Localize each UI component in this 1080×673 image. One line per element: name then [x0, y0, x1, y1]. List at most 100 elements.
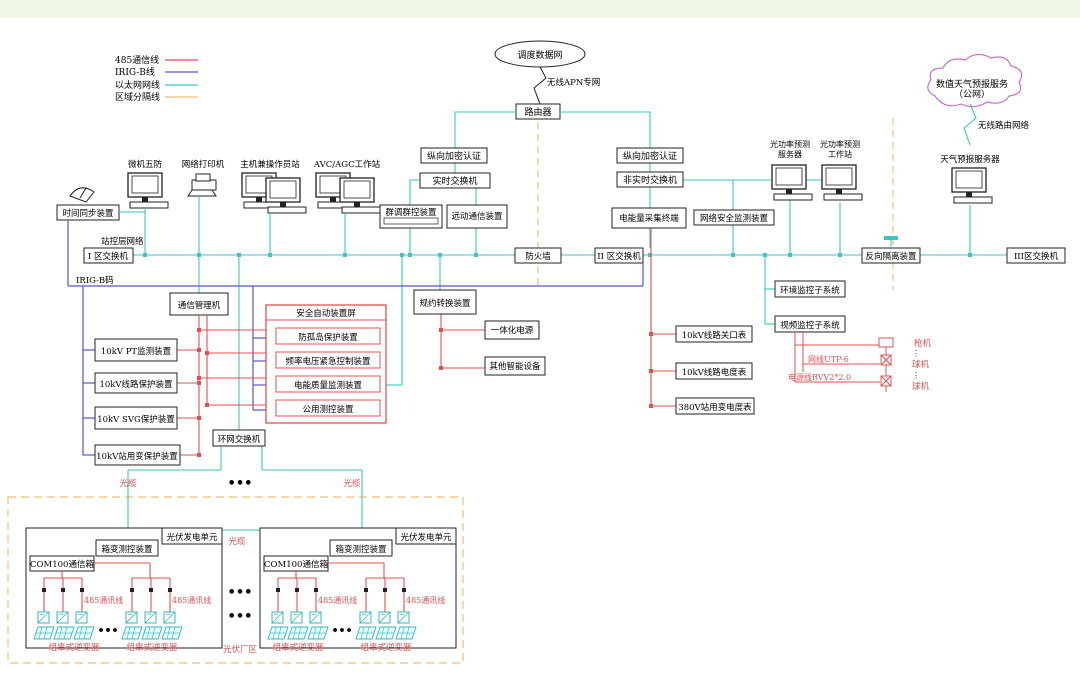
irig-lines	[67, 220, 644, 456]
host-station-icon-2	[265, 177, 307, 214]
meter-line: 10kV线路电度表	[682, 367, 747, 378]
unit-title-1: 光伏发电单元	[166, 532, 218, 543]
weather-cloud-sub: （公网）	[954, 89, 990, 100]
host-station: 主机兼操作员站	[240, 159, 300, 170]
fiber-2: 光缆	[343, 478, 361, 489]
weather-server-icon	[951, 167, 993, 204]
pp-server-icon	[771, 164, 813, 201]
pq-monitor-box[interactable]	[275, 375, 381, 393]
pt-monitor: 10kV PT监测装置	[101, 346, 172, 357]
protocol-conv-box[interactable]	[413, 289, 477, 315]
svg-prot-box[interactable]	[94, 406, 178, 430]
apn-link	[533, 66, 547, 105]
pt-monitor-box[interactable]	[94, 338, 178, 362]
camera-icons	[878, 337, 894, 387]
line-prot: 10kV线路保护装置	[99, 379, 173, 390]
energy-terminal-box[interactable]	[611, 207, 687, 229]
box-ctrl-1: 箱变测控装置	[101, 544, 153, 555]
svg-text:⋮: ⋮	[912, 371, 920, 380]
time-sync: 时间同步装置	[62, 208, 114, 219]
anti-island: 防孤岛保护装置	[298, 332, 358, 343]
zone2-switch-box[interactable]	[594, 247, 644, 264]
ring-switch-box[interactable]	[212, 429, 266, 447]
firewall: 防火墙	[525, 251, 551, 262]
station-net: 站控层网络	[101, 236, 144, 247]
zone1-switch-box[interactable]	[83, 247, 134, 264]
enc-auth-2: 纵向加密认证	[623, 150, 677, 162]
five-prevent: 微机五防	[128, 159, 163, 170]
svg-text:⋮: ⋮	[912, 349, 920, 358]
nonrealtime-switch-box[interactable]	[616, 171, 684, 188]
fiber-3: 光缆	[228, 536, 246, 547]
freq-volt: 频率电压紧急控制装置	[285, 356, 371, 367]
inv-dots-a: •••	[97, 624, 118, 637]
inv-label-a: 组串式逆变器	[48, 642, 100, 653]
nonrealtime-switch: 非实时交换机	[623, 174, 677, 186]
zone1-switch: I 区交换机	[88, 251, 129, 262]
freq-volt-box[interactable]	[275, 351, 381, 369]
power-cable-label: 电源线RVV2*2.0	[788, 372, 851, 382]
sta-tr-prot-box[interactable]	[94, 444, 181, 466]
rs485-nodes-zone1	[197, 328, 443, 457]
ring-switch: 环网交换机	[218, 434, 261, 445]
realtime-switch-box[interactable]	[419, 172, 491, 189]
anti-island-box[interactable]	[275, 327, 381, 345]
ring-dots: •••	[228, 476, 253, 491]
group-ctrl-box[interactable]	[379, 204, 443, 229]
env-monitor-box[interactable]	[774, 280, 846, 298]
ups-box[interactable]	[484, 320, 540, 340]
pp-workstation: 光功率预测工作站	[820, 139, 860, 159]
telecontrol-box[interactable]	[446, 204, 508, 229]
video-monitor: 视频监控子系统	[780, 320, 840, 331]
pv-area-boundary	[7, 496, 464, 664]
enc-auth-1-box[interactable]	[420, 147, 488, 164]
zone3-switch-box[interactable]	[1006, 247, 1066, 264]
enc-auth-1: 纵向加密认证	[427, 150, 481, 162]
isolation-icon	[884, 236, 898, 248]
units-dots-1: •••	[228, 585, 253, 600]
comm-mgr: 通信管理机	[178, 300, 221, 311]
line-prot-box[interactable]	[94, 372, 178, 394]
dispatch-cloud: 调度数据网	[517, 49, 562, 61]
video-monitor-box[interactable]	[774, 315, 846, 333]
rs485-label-d: 485通讯线	[406, 595, 445, 605]
zone2-switch: II 区交换机	[597, 251, 641, 262]
legend: 485通信线 IRIG-B线 以太网网线 区域分隔线	[115, 54, 198, 103]
legend-irig: IRIG-B线	[115, 66, 155, 78]
other-dev-box[interactable]	[484, 356, 546, 376]
five-prevent-icon	[127, 172, 169, 209]
weather-cloud-shape	[927, 53, 1023, 108]
printer-icon	[187, 173, 217, 197]
protocol-conv: 规约转换装置	[419, 298, 471, 309]
firewall-box[interactable]	[514, 247, 562, 264]
meter-gate-box[interactable]	[675, 325, 753, 343]
irig-code: IRIG-B码	[76, 276, 114, 286]
realtime-switch: 实时交换机	[432, 175, 477, 187]
rs485-label-a: 485通讯线	[84, 595, 123, 605]
rs485-meters	[650, 228, 676, 407]
sta-tr-prot: 10kV站用变保护装置	[96, 451, 178, 462]
gun-cam: 枪机	[914, 338, 932, 349]
group-ctrl: 群调群控装置	[385, 207, 437, 218]
common-ctrl: 公用测控装置	[302, 404, 354, 415]
weather-server: 天气预报服务器	[940, 154, 1000, 165]
wireless-route: 无线路由网络	[978, 120, 1030, 131]
panel-title: 安全自动装置屏	[296, 308, 356, 319]
common-ctrl-box[interactable]	[275, 399, 381, 417]
meter-gate: 10kV线路关口表	[682, 330, 747, 341]
box-ctrl-1-box[interactable]	[95, 539, 159, 557]
box-ctrl-2-box[interactable]	[329, 539, 393, 557]
pv-area-label: 光伏厂区	[223, 644, 258, 655]
enc-auth-2-box[interactable]	[616, 147, 684, 164]
rs485-label-b: 485通讯线	[172, 595, 211, 605]
unit-title-2: 光伏发电单元	[400, 532, 452, 543]
net-security-box[interactable]	[693, 209, 775, 226]
legend-boundary: 区域分隔线	[115, 91, 160, 103]
rs485-units	[43, 562, 405, 612]
dome-cam-1: 球机	[912, 359, 930, 370]
meter-380-box[interactable]	[675, 397, 755, 415]
meter-line-box[interactable]	[675, 362, 753, 380]
bus-nodes	[143, 253, 972, 257]
inv-label-b: 组串式逆变器	[126, 642, 178, 653]
